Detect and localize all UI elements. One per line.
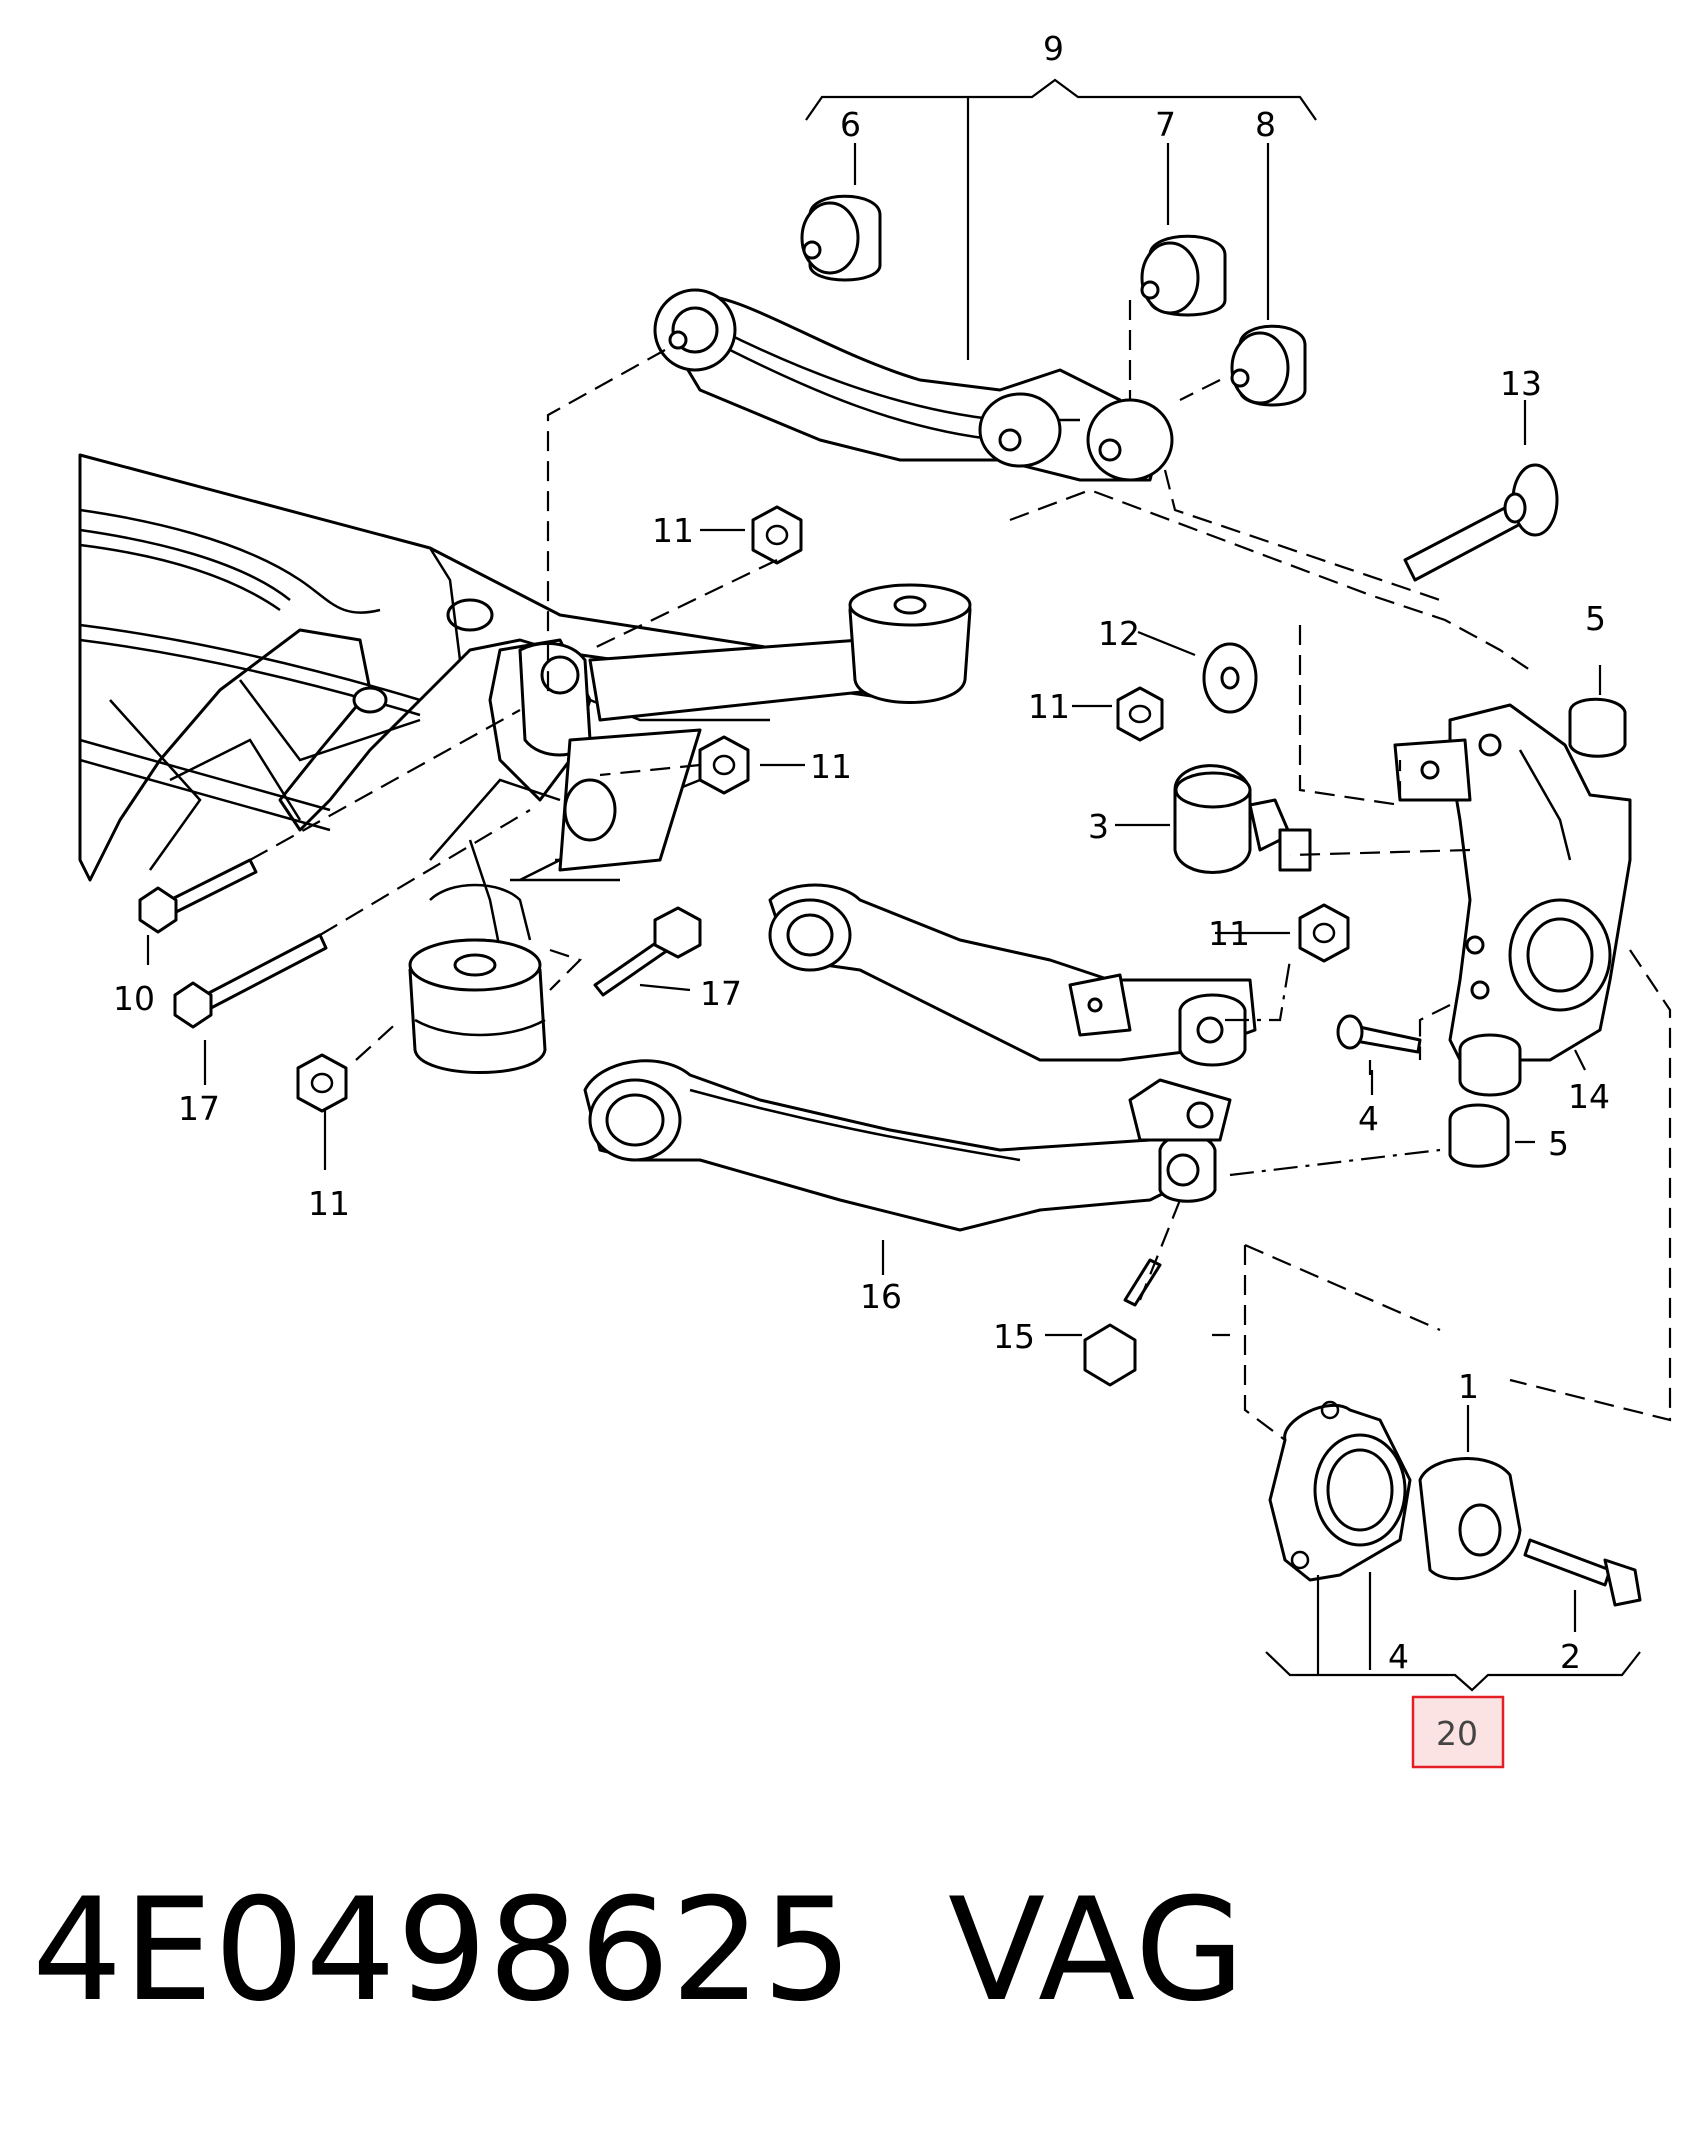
- suspension-exploded-diagram: 9 6 7 8 13 11 12 5 11 11 3 11 10 17 17 4…: [78, 29, 1672, 1769]
- callout-17: 17: [178, 1089, 220, 1128]
- lower-control-arm: [583, 883, 1257, 1232]
- callout-1: 1: [1458, 1367, 1479, 1406]
- flange-nut: [1298, 903, 1350, 963]
- callout-5: 5: [1548, 1124, 1569, 1163]
- callout-2: 2: [1560, 1637, 1581, 1676]
- callout-16: 16: [860, 1277, 902, 1316]
- lock-nut: [1568, 697, 1627, 758]
- callout-12: 12: [1098, 614, 1140, 653]
- upper-control-arm-set: [653, 194, 1307, 482]
- bolt: [1123, 1258, 1162, 1307]
- callout-11: 11: [652, 511, 694, 550]
- flange-nut: [698, 735, 750, 795]
- flange-nut: [1116, 686, 1164, 742]
- bolt: [168, 858, 258, 914]
- callout-11: 11: [810, 747, 852, 786]
- callout-5: 5: [1585, 599, 1606, 638]
- callout-20-bracket: [1265, 1651, 1641, 1692]
- callout-4: 4: [1358, 1099, 1379, 1138]
- manufacturer-name: VAG: [948, 1868, 1247, 2033]
- callout-11: 11: [1208, 914, 1250, 953]
- callout-11: 11: [1028, 687, 1070, 726]
- callout-9: 9: [1043, 29, 1064, 68]
- rear-subframe: [78, 453, 972, 1074]
- ball-joint: [1173, 764, 1312, 874]
- callout-8: 8: [1255, 105, 1276, 144]
- bolt: [1403, 463, 1559, 582]
- callout-7: 7: [1155, 105, 1176, 144]
- bolt: [203, 933, 328, 1010]
- callout-6: 6: [840, 105, 861, 144]
- callout-13: 13: [1500, 364, 1542, 403]
- callout-4: 4: [1388, 1637, 1409, 1676]
- assembly-line: [546, 349, 666, 700]
- callout-17: 17: [700, 974, 742, 1013]
- lock-nut: [1448, 1103, 1510, 1168]
- part-number: 4E0498625: [32, 1868, 854, 2033]
- callout-10: 10: [113, 979, 155, 1018]
- callout-14: 14: [1568, 1077, 1610, 1116]
- callout-11: 11: [308, 1184, 350, 1223]
- wheel-bearing-housing: [1393, 703, 1632, 1097]
- callout-9-bracket: [805, 78, 1317, 121]
- callout-3: 3: [1088, 807, 1109, 846]
- highlight-box-20: [1411, 1695, 1505, 1769]
- wheel-hub-bearing: [1268, 1400, 1642, 1607]
- callout-20: 20: [1436, 1714, 1478, 1753]
- flange-nut: [296, 1053, 348, 1113]
- flange-nut: [751, 505, 803, 565]
- callout-15: 15: [993, 1317, 1035, 1356]
